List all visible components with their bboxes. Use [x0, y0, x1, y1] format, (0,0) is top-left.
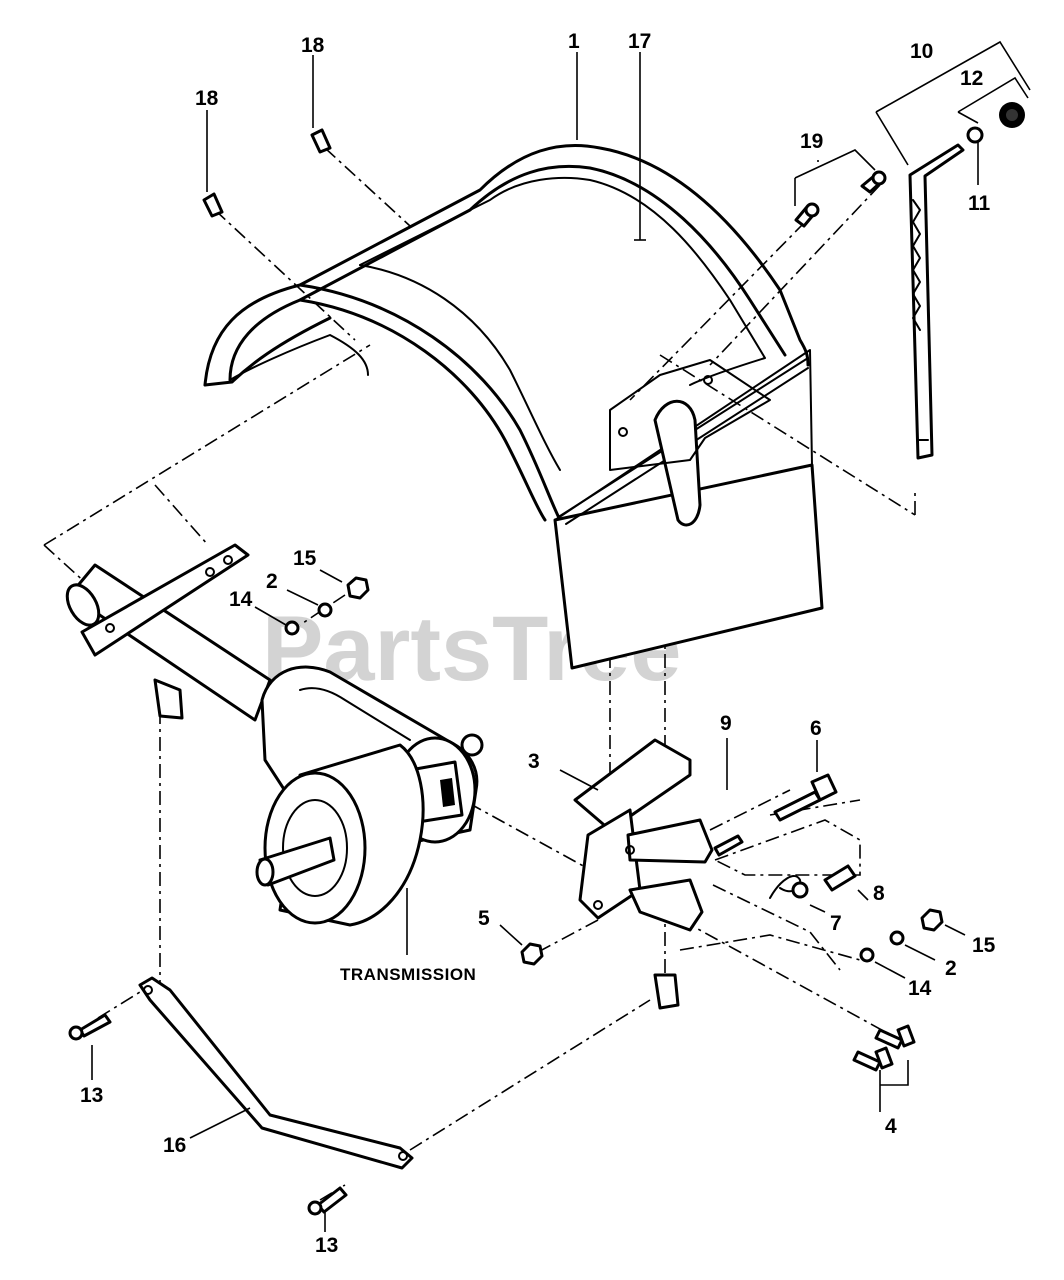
callout-2-upper: 2	[266, 570, 278, 593]
brace-16	[138, 976, 414, 1170]
bolt-19	[794, 170, 887, 228]
callout-12: 12	[960, 67, 983, 90]
callout-16: 16	[163, 1134, 186, 1157]
callout-9: 9	[720, 712, 732, 735]
callout-19: 19	[800, 130, 823, 153]
hitch-bracket	[573, 738, 714, 932]
callout-8: 8	[873, 882, 885, 905]
bolt-18	[202, 128, 332, 218]
callout-6: 6	[810, 717, 822, 740]
callout-14-right: 14	[908, 977, 932, 1000]
transmission-assembly	[65, 543, 484, 927]
callout-17: 17	[628, 30, 651, 53]
callout-11: 11	[968, 192, 991, 215]
callout-10: 10	[910, 40, 933, 63]
callout-7: 7	[830, 912, 842, 935]
leader-lines	[91, 40, 1031, 1232]
callout-13-bottom: 13	[315, 1234, 338, 1257]
callout-18-left: 18	[195, 87, 219, 110]
transmission-label: TRANSMISSION	[340, 965, 476, 984]
callout-13-left: 13	[80, 1084, 103, 1107]
callout-2-right: 2	[945, 957, 957, 980]
depth-bar	[908, 102, 1025, 460]
callout-15-upper: 15	[293, 547, 317, 570]
callout-1: 1	[568, 30, 580, 53]
callouts: 1 17 18 18 19 10 12 11 15 2 14 3 9 6 8 7…	[80, 30, 996, 1257]
callout-4: 4	[885, 1115, 897, 1138]
callout-15-right: 15	[972, 934, 996, 957]
tiller-hood	[203, 144, 824, 670]
callout-5: 5	[478, 907, 490, 930]
hardware	[68, 576, 944, 1216]
callout-14-upper: 14	[229, 588, 253, 611]
callout-18-top: 18	[301, 34, 325, 57]
callout-3: 3	[528, 750, 540, 773]
